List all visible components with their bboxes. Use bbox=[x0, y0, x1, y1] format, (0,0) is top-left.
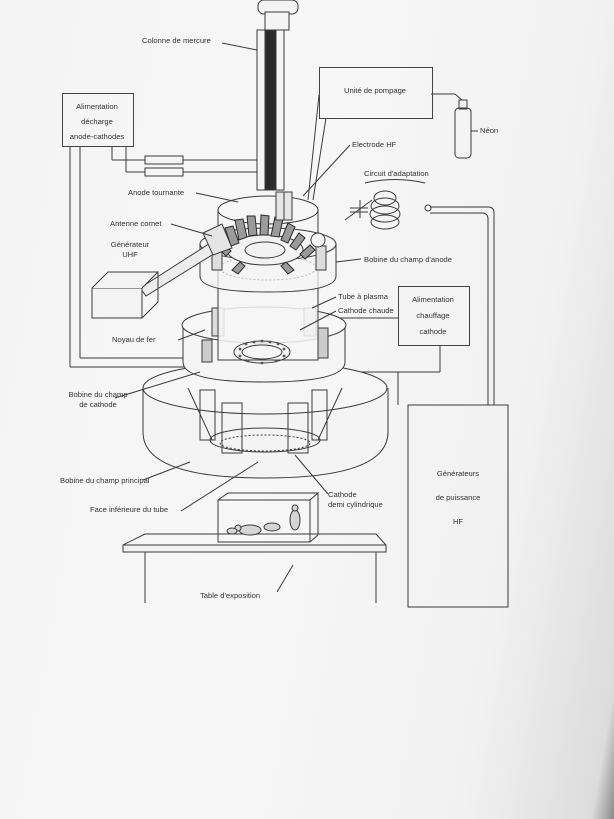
label-matching-circuit: Circuit d'adaptation bbox=[364, 169, 429, 178]
half-cylinder-cathode bbox=[199, 389, 328, 454]
label-anode-field-coil: Bobine du champ d'anode bbox=[364, 255, 453, 264]
leader-lines bbox=[114, 192, 362, 593]
label-neon: Néon bbox=[480, 126, 499, 135]
label-cathode-heating-supply: Alimentation chauffage cathode bbox=[412, 295, 454, 336]
label-cathode-field-coil: Bobine du champ de cathode bbox=[68, 390, 128, 410]
matching-coil bbox=[369, 190, 432, 230]
uhf-generator-box bbox=[91, 271, 160, 319]
label-hot-cathode: Cathode chaude bbox=[338, 306, 394, 315]
hot-cathode bbox=[233, 339, 291, 365]
pumping-unit-box bbox=[319, 67, 433, 119]
neon-bottle bbox=[454, 99, 478, 159]
mercury-column bbox=[256, 0, 299, 191]
test-animals bbox=[226, 504, 301, 536]
cathode-heating-box bbox=[398, 286, 470, 346]
label-rotating-anode: Anode tournante bbox=[128, 188, 185, 197]
label-discharge-supply: Alimentation décharge anode-cathodes bbox=[69, 102, 125, 141]
label-uhf-generator: Générateur UHF bbox=[110, 240, 150, 260]
label-hf-electrode: Electrode HF bbox=[352, 140, 397, 149]
discharge-supply-box bbox=[62, 93, 134, 147]
connection-wires bbox=[69, 42, 495, 405]
label-iron-core: Noyau de fer bbox=[112, 335, 156, 344]
horn-antenna bbox=[139, 223, 233, 297]
hf-electrode bbox=[310, 232, 326, 248]
label-exposure-table: Table d'exposition bbox=[200, 591, 261, 600]
label-pumping-unit: Unité de pompage bbox=[343, 86, 407, 95]
rotating-anode bbox=[215, 191, 316, 275]
label-main-field-coil: Bobine du champ principal bbox=[60, 476, 150, 485]
label-mercury-column: Colonne de mercure bbox=[142, 36, 211, 45]
label-half-cylinder-cathode: Cathode demi cylindrique bbox=[328, 490, 383, 510]
hf-generators-cabinet bbox=[407, 404, 509, 608]
label-plasma-tube: Tube à plasma bbox=[338, 292, 388, 301]
label-horn-antenna: Antenne cornet bbox=[110, 219, 162, 228]
label-hf-power-generators: Générateurs de puissance HF bbox=[435, 469, 481, 526]
exposure-table bbox=[122, 492, 387, 603]
label-tube-lower-face: Face inférieure du tube bbox=[90, 505, 169, 514]
